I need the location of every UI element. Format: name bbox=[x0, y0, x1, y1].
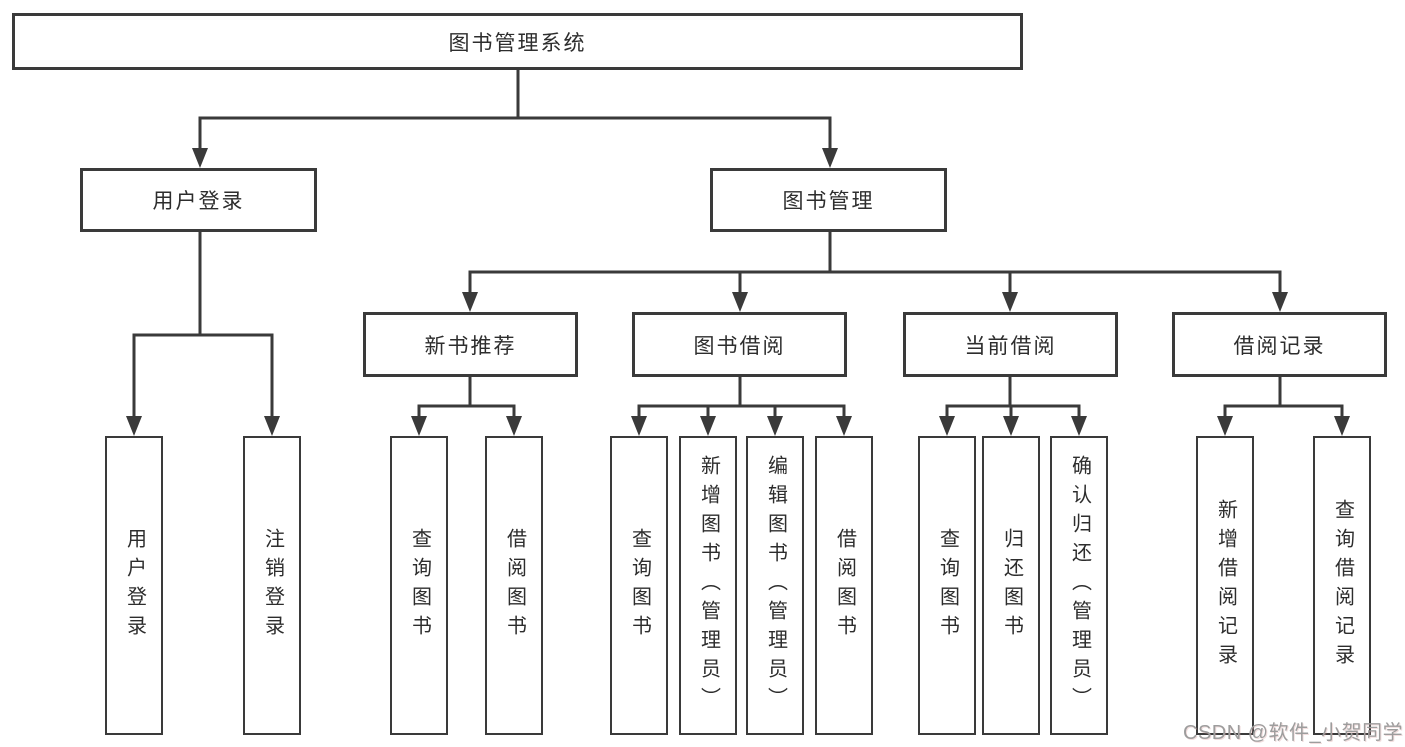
leaf-logout: 注销登录 bbox=[243, 436, 301, 735]
arrowhead-icon bbox=[732, 292, 748, 312]
node-label: 图书借阅 bbox=[693, 334, 786, 358]
arrowhead-icon bbox=[411, 416, 427, 436]
leaf-search-books-recommend: 查询图书 bbox=[390, 436, 448, 735]
leaf-label: 借阅图书 bbox=[833, 527, 856, 644]
leaf-edit-book-admin: 编辑图书（管理员） bbox=[746, 436, 804, 735]
node-label: 用户登录 bbox=[152, 190, 245, 213]
connector-current-rail bbox=[945, 404, 1081, 418]
leaf-label: 查询图书 bbox=[408, 527, 431, 644]
leaf-label: 注销登录 bbox=[261, 527, 284, 644]
leaf-label: 用户登录 bbox=[123, 527, 146, 644]
leaf-label: 查询图书 bbox=[936, 527, 959, 644]
leaf-search-books-current: 查询图书 bbox=[918, 436, 976, 735]
leaf-label: 新增借阅记录 bbox=[1214, 498, 1237, 673]
node-label: 图书管理 bbox=[782, 190, 875, 213]
arrowhead-icon bbox=[1071, 416, 1087, 436]
node-book-borrowing: 图书借阅 bbox=[632, 312, 847, 377]
arrowhead-icon bbox=[462, 292, 478, 312]
arrowhead-icon bbox=[1003, 416, 1019, 436]
leaf-label: 借阅图书 bbox=[503, 527, 526, 644]
arrowhead-icon bbox=[264, 416, 280, 436]
leaf-return-books: 归还图书 bbox=[982, 436, 1040, 735]
leaf-borrow-books-recommend: 借阅图书 bbox=[485, 436, 543, 735]
arrowhead-icon bbox=[1334, 416, 1350, 436]
leaf-borrow-books: 借阅图书 bbox=[815, 436, 873, 735]
arrowhead-icon bbox=[1002, 292, 1018, 312]
arrowhead-icon bbox=[700, 416, 716, 436]
node-book-management: 图书管理 bbox=[710, 168, 947, 232]
leaf-label: 确认归还（管理员） bbox=[1068, 455, 1091, 716]
arrowhead-icon bbox=[192, 148, 208, 168]
node-library-management-system: 图书管理系统 bbox=[12, 13, 1023, 70]
node-new-book-recommendation: 新书推荐 bbox=[363, 312, 578, 377]
leaf-label: 新增图书（管理员） bbox=[697, 455, 720, 716]
leaf-confirm-return-admin: 确认归还（管理员） bbox=[1050, 436, 1108, 735]
arrowhead-icon bbox=[1217, 416, 1233, 436]
leaf-label: 查询图书 bbox=[628, 527, 651, 644]
leaf-label: 归还图书 bbox=[1000, 527, 1023, 644]
node-borrowing-records: 借阅记录 bbox=[1172, 312, 1387, 377]
node-current-borrowing: 当前借阅 bbox=[903, 312, 1118, 377]
arrowhead-icon bbox=[767, 416, 783, 436]
arrowhead-icon bbox=[822, 148, 838, 168]
node-label: 图书管理系统 bbox=[448, 31, 587, 55]
leaf-search-borrow-record: 查询借阅记录 bbox=[1313, 436, 1371, 735]
node-user-login: 用户登录 bbox=[80, 168, 317, 232]
node-label: 借阅记录 bbox=[1233, 334, 1326, 358]
leaf-label: 编辑图书（管理员） bbox=[764, 455, 787, 716]
arrowhead-icon bbox=[1272, 292, 1288, 312]
arrowhead-icon bbox=[506, 416, 522, 436]
connector-level2-rail bbox=[468, 270, 1282, 294]
connector-level1-rail bbox=[198, 116, 832, 150]
leaf-user-login: 用户登录 bbox=[105, 436, 163, 735]
leaf-label: 查询借阅记录 bbox=[1331, 498, 1354, 673]
arrowhead-icon bbox=[836, 416, 852, 436]
connector-user-login-rail bbox=[132, 333, 274, 418]
csdn-watermark: CSDN @软件_小贺同学 bbox=[1183, 722, 1404, 744]
connector-new-book-rail bbox=[417, 404, 516, 418]
node-label: 当前借阅 bbox=[964, 334, 1057, 358]
leaf-search-books-borrowing: 查询图书 bbox=[610, 436, 668, 735]
arrowhead-icon bbox=[126, 416, 142, 436]
arrowhead-icon bbox=[631, 416, 647, 436]
connector-borrow-rail bbox=[637, 404, 846, 418]
arrowhead-icon bbox=[939, 416, 955, 436]
connector-records-rail bbox=[1223, 404, 1344, 418]
leaf-add-borrow-record: 新增借阅记录 bbox=[1196, 436, 1254, 735]
leaf-add-book-admin: 新增图书（管理员） bbox=[679, 436, 737, 735]
node-label: 新书推荐 bbox=[424, 334, 517, 358]
